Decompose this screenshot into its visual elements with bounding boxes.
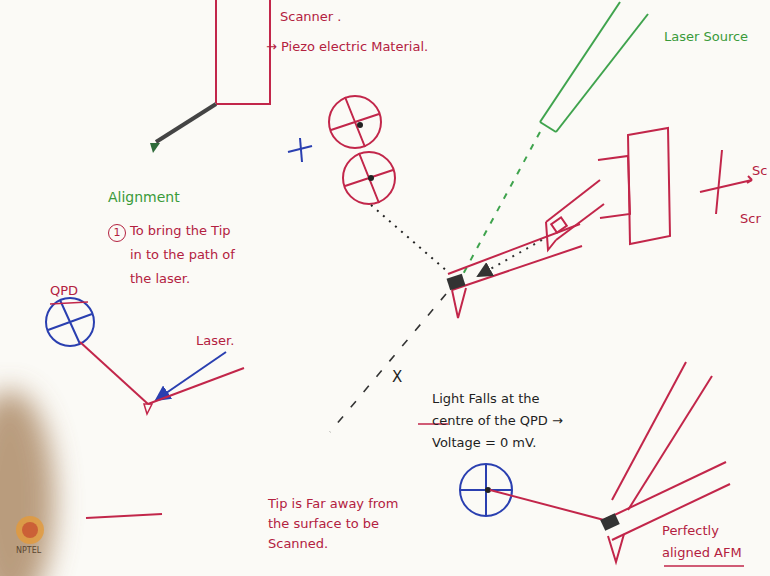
surface — [86, 514, 162, 518]
part-name: Laser Source — [664, 26, 748, 48]
spot — [368, 175, 374, 181]
reflected-beam — [80, 342, 148, 404]
tip — [150, 143, 160, 153]
note: Tip is Far away from the surface to be S… — [268, 494, 410, 554]
axis-label: Sc — [752, 160, 767, 182]
step-note: To bring the Tip in to the path of the l… — [130, 219, 242, 291]
reflected-beam — [490, 490, 604, 520]
mark: X — [392, 366, 402, 388]
qpd — [46, 298, 94, 346]
logo — [22, 522, 38, 538]
watermark: NPTEL — [16, 546, 41, 556]
blur-shadow — [0, 390, 55, 576]
tip — [144, 404, 152, 414]
part-name: Scanner . — [280, 6, 341, 28]
axis-cross — [700, 150, 752, 214]
scanner — [216, 0, 270, 104]
qpd — [460, 464, 512, 516]
spot — [357, 122, 363, 128]
dotted-arrow — [478, 240, 542, 276]
chip — [600, 513, 620, 531]
cantilever-holder — [546, 128, 670, 250]
heading: Alignment — [108, 186, 180, 208]
axis-cross — [288, 138, 312, 162]
axis-label: Scr — [740, 208, 761, 230]
laser-source — [612, 362, 712, 510]
note: Light Falls at the centre of the QPD → V… — [432, 388, 572, 454]
annotation: → Piezo electric Material. — [266, 36, 428, 58]
cantilever — [156, 104, 216, 142]
dashed-line — [330, 294, 446, 432]
underline — [50, 302, 88, 304]
qpd-circle — [329, 96, 395, 204]
reflected-beam — [371, 205, 448, 272]
callout-number: 1 — [108, 224, 126, 242]
chip — [447, 274, 466, 290]
laser-beam — [156, 352, 226, 400]
part-name: QPD — [50, 280, 78, 302]
logo — [16, 516, 44, 544]
part-name: Laser. — [196, 330, 234, 352]
note: Perfectly aligned AFM — [662, 520, 758, 564]
laser-source — [540, 2, 648, 132]
underline — [664, 565, 744, 567]
cantilever — [448, 224, 582, 318]
cantilever — [148, 368, 244, 404]
